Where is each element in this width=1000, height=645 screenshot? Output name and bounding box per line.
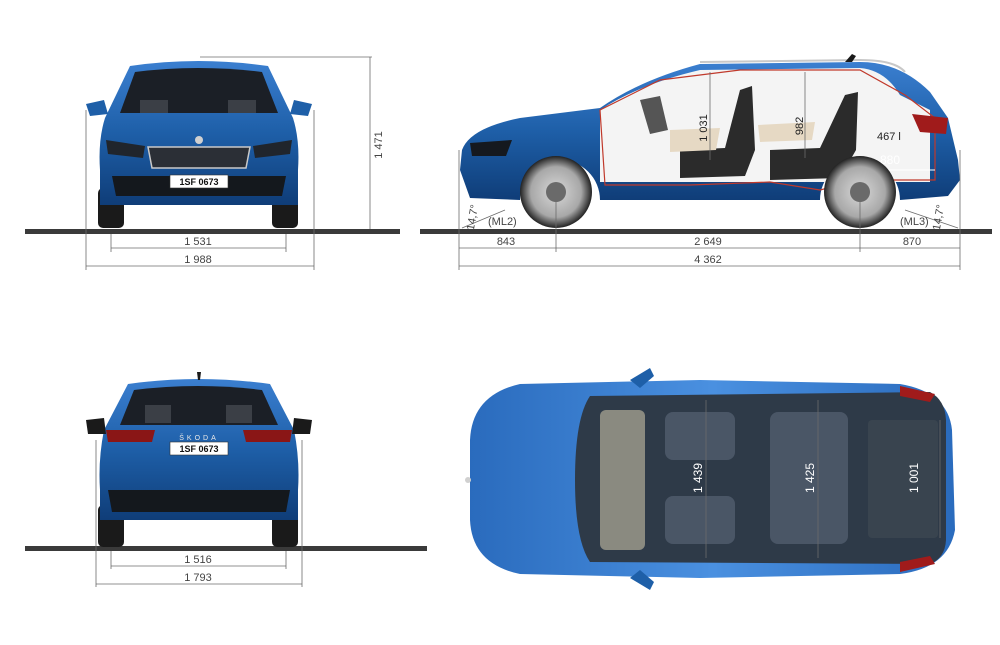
side-front-seat-cushion <box>670 128 720 152</box>
front-width-label: 1 988 <box>184 254 212 266</box>
rear-right-taillight <box>243 430 292 442</box>
rear-plate-text: 1SF 0673 <box>179 444 218 454</box>
top-boot-width-label: 1 001 <box>907 463 921 493</box>
side-wheelbase-label: 2 649 <box>694 236 722 248</box>
rear-antenna-icon <box>197 372 201 380</box>
rear-license-plate <box>169 441 229 456</box>
side-approach-mode-label: (ML2) <box>488 216 517 228</box>
rear-bumper <box>108 490 290 512</box>
top-left-mirror <box>630 368 654 388</box>
top-front-right-seat <box>665 496 735 544</box>
front-grille <box>147 146 251 169</box>
side-steering-wheel <box>640 96 668 134</box>
side-departure-mode-label: (ML3) <box>900 216 929 228</box>
side-ground-line <box>420 229 992 234</box>
front-interior-seats <box>140 100 256 113</box>
side-length-label: 4 362 <box>694 254 722 266</box>
skoda-logo-icon <box>195 136 203 144</box>
top-left-taillight <box>900 386 935 402</box>
top-view: 1 439 1 425 1 001 <box>465 368 955 590</box>
front-ground-line <box>25 229 400 234</box>
front-plate-text: 1SF 0673 <box>179 177 218 187</box>
side-rear-overhang-label: 870 <box>903 236 921 248</box>
side-approach-angle-label: 14,7° <box>465 204 481 232</box>
side-headlight <box>470 140 512 156</box>
side-antenna-icon <box>845 54 856 62</box>
rear-width-label: 1 793 <box>184 572 212 584</box>
top-boot-floor <box>868 420 938 538</box>
front-left-mirror <box>86 100 108 116</box>
front-view: 1SF 0673 1 471 1 531 1 988 <box>25 56 400 270</box>
rear-track-label: 1 516 <box>184 554 212 566</box>
side-boot-length-label: 880 <box>880 153 900 167</box>
rear-interior-seats <box>145 405 252 423</box>
rear-right-mirror <box>292 418 312 434</box>
top-rear-bench <box>770 412 848 544</box>
front-right-headlight <box>253 140 292 158</box>
side-front-overhang-label: 843 <box>497 236 515 248</box>
rear-brand-lettering: ŠKODA <box>179 433 219 442</box>
top-front-left-seat <box>665 412 735 460</box>
front-track-label: 1 531 <box>184 236 212 248</box>
top-front-elbow-label: 1 439 <box>691 463 705 493</box>
top-logo-icon <box>465 477 471 483</box>
side-taillight <box>912 114 948 134</box>
top-right-mirror <box>630 570 654 590</box>
side-front-seat <box>680 86 755 178</box>
side-departure-angle-line <box>904 209 959 229</box>
front-left-headlight <box>106 140 145 158</box>
rear-window <box>120 386 278 425</box>
top-rear-elbow-label: 1 425 <box>803 463 817 493</box>
side-rear-seat-cushion <box>758 122 815 142</box>
side-front-headroom-label: 1 031 <box>698 114 710 142</box>
top-dashboard <box>600 410 645 550</box>
side-approach-angle-line <box>461 209 506 229</box>
side-departure-angle-label: 14,7° <box>931 204 947 232</box>
rear-left-taillight <box>106 430 155 442</box>
side-roof-rail <box>699 58 906 73</box>
rear-view: ŠKODA 1SF 0673 1 516 1 793 <box>25 372 427 587</box>
side-rear-seat <box>770 92 858 180</box>
rear-ground-line <box>25 546 427 551</box>
top-right-taillight <box>900 556 935 572</box>
rear-left-mirror <box>86 418 106 434</box>
front-height-label: 1 471 <box>373 131 385 159</box>
front-license-plate <box>169 174 229 189</box>
side-boot-volume-label: 467 l <box>877 131 901 143</box>
front-right-mirror <box>290 100 312 116</box>
side-view: 1 031 982 467 l 880 14,7° (ML2) 14,7° (M… <box>420 54 992 270</box>
side-rear-headroom-label: 982 <box>794 117 806 135</box>
